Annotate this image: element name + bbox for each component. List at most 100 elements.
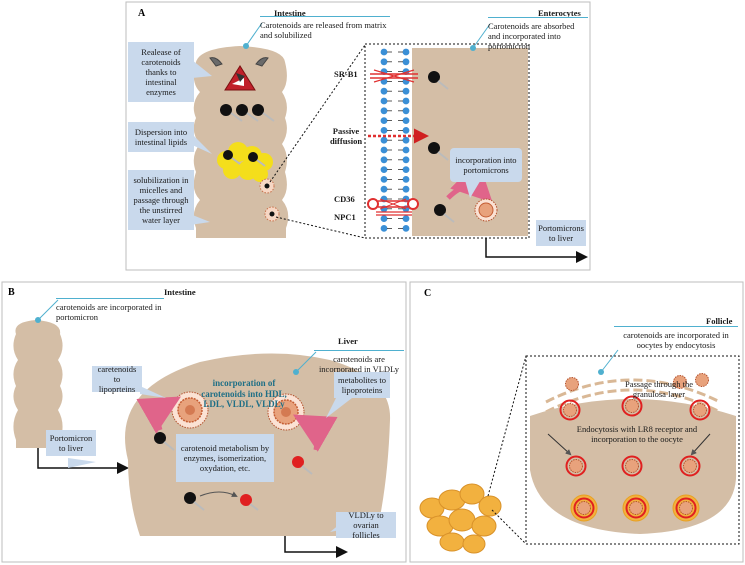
- carotenoid-molecule: [154, 432, 175, 451]
- micelle: [264, 206, 280, 222]
- intestine-b: [13, 320, 63, 448]
- panel-b-intestine-title: Intestine: [164, 287, 196, 297]
- phospholipid-head: [402, 97, 410, 105]
- panel-c-frame: [409, 281, 744, 563]
- callout-tail: [326, 394, 352, 418]
- carotenoid-molecule: [223, 150, 233, 160]
- pointer-dot: [243, 43, 249, 49]
- phospholipid-head: [380, 126, 388, 134]
- vldly-particle: [679, 501, 693, 515]
- metabolite-to-lipoprotein-arrow: [292, 414, 338, 452]
- panel-a-intestine-note: Carotenoids are released from matrix and…: [260, 16, 390, 40]
- phospholipid-head: [402, 107, 410, 115]
- portomicron-exit-arrow: [485, 238, 588, 263]
- vldly-particle: [625, 459, 639, 473]
- srb1-transporter: [370, 69, 418, 83]
- carotenoid-cluster: [220, 104, 275, 122]
- pointer-dot: [35, 317, 41, 323]
- vldly-particle: [577, 501, 591, 515]
- pacman-left-icon: [209, 57, 223, 67]
- endocytosis-arrow: [547, 433, 572, 456]
- carotenoid-chain: [262, 112, 275, 122]
- callout-release: Realease of carotenoids thanks to intest…: [128, 42, 194, 102]
- panel-b-intestine-note: carotenoids are incorporated in portomic…: [56, 298, 164, 322]
- npc1-transporter: [376, 211, 412, 216]
- callout-portomicron-b: Portomicron to liver: [46, 430, 96, 456]
- phospholipid-head: [380, 166, 388, 174]
- enzyme-carotenoid-icon: [236, 73, 245, 82]
- cd36-transporter: [367, 198, 419, 210]
- carotenoid-molecule: [252, 104, 264, 116]
- carotenoid-molecule: [428, 142, 449, 161]
- phospholipid-head: [380, 48, 388, 56]
- ovary-follicle-cluster: [419, 483, 502, 554]
- carotenoid-molecule: [428, 71, 449, 90]
- zoom-line: [487, 355, 527, 497]
- carotenoid-chain: [246, 112, 259, 122]
- panel-a-enterocytes-title: Enterocytes: [538, 8, 581, 18]
- callout-tail: [190, 214, 210, 225]
- panel-a-letter: A: [138, 8, 146, 19]
- panel-c-letter: C: [424, 288, 432, 299]
- callout-tail: [465, 178, 482, 198]
- callout-tail: [192, 60, 212, 78]
- callout-metabolites: metabolites to lipoproteins: [334, 372, 390, 398]
- panel-b-letter: B: [8, 287, 15, 298]
- phospholipid-head: [402, 176, 410, 183]
- callout-dispersion: Dispersion into intestinal lipids: [128, 122, 194, 152]
- callout-pointer: [295, 351, 317, 373]
- panel-b-liver-title: Liver: [338, 336, 358, 346]
- panel-a-intestine-title: Intestine: [274, 8, 306, 18]
- phospholipid-head: [380, 215, 388, 223]
- endocytosis-text: Endocytosis with LR8 receptor and incorp…: [576, 424, 698, 444]
- phospholipid-head: [402, 117, 410, 124]
- lr8-receptor: [621, 395, 643, 417]
- vldly-particle: [673, 375, 687, 389]
- vldly-particle: [565, 377, 579, 391]
- metabolism-arrow: [199, 491, 238, 497]
- incorporation-text: incorporation of carotenoids into HDL, L…: [201, 378, 287, 409]
- callout-pointer: [472, 23, 491, 49]
- lr8-receptor: [675, 497, 697, 519]
- phospholipid-head: [380, 107, 388, 115]
- metabolite-molecule: [240, 494, 259, 511]
- phospholipid-head: [402, 156, 410, 164]
- vldly-particle: [695, 373, 709, 387]
- lr8-receptor: [559, 399, 581, 421]
- carotenoid-chain: [256, 159, 266, 167]
- callout-metabolism: carotenoid metabolism by enzymes, isomer…: [176, 434, 274, 482]
- callout-tail: [140, 386, 166, 398]
- label-npc1: NPC1: [334, 212, 356, 222]
- phospholipid-head: [402, 136, 410, 144]
- label-srb1: SR-B1: [334, 69, 358, 79]
- carotenoid-molecule: [220, 104, 232, 116]
- phospholipid-head: [380, 117, 388, 124]
- callout-to-liver: Portomicrons to liver: [536, 220, 586, 246]
- lr8-receptor: [621, 455, 643, 477]
- callout-pointer: [37, 299, 59, 321]
- phospholipid-head: [402, 58, 410, 66]
- pointer-dot: [470, 45, 476, 51]
- carotenoid-chain: [230, 112, 243, 122]
- phospholipid-head: [402, 87, 410, 95]
- panel-a-frame: [125, 1, 591, 271]
- phospholipid-head: [402, 48, 410, 56]
- phospholipid-head: [380, 146, 388, 154]
- callout-tail: [68, 458, 96, 468]
- lr8-receptor: [573, 497, 595, 519]
- carotenoid-molecule: [184, 492, 205, 511]
- passage-text: Passage through the granulosa layer: [625, 379, 693, 399]
- phospholipid-head: [402, 166, 410, 174]
- callout-vldly: VLDLy to ovarian follicles: [336, 510, 396, 540]
- carotenoid-molecule: [236, 104, 248, 116]
- callout-micelles: solubilization in micelles and passage t…: [128, 170, 194, 230]
- vldly-particle: [625, 399, 639, 413]
- panel-c-follicle-note: carotenoids are incorporated in oocytes …: [614, 326, 738, 350]
- vldly-particle: [563, 403, 577, 417]
- follicle-zoom-box: [525, 355, 740, 545]
- vldly-particles: [559, 373, 711, 522]
- callout-tail: [190, 132, 212, 154]
- membrane-bilayer: [380, 48, 410, 232]
